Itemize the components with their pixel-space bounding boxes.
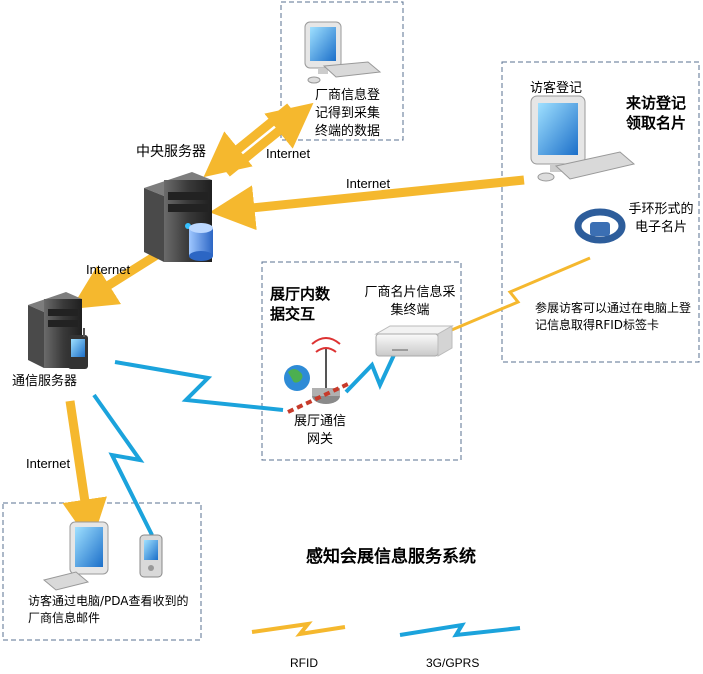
visitor-devices-label: 访客通过电脑/PDA查看收到的厂商信息邮件 (28, 594, 189, 625)
rfid-link-wristband-to-terminal (434, 256, 591, 339)
gprs-link-comm-to-gateway (114, 360, 284, 412)
hall-gateway-label: 展厅通信网关 (293, 414, 346, 447)
exhibition-hall-box (261, 261, 462, 461)
internet-label-visitor: Internet (346, 176, 391, 191)
internet-link-comm-to-visitor-devices (62, 400, 107, 545)
gprs-link-gateway-to-terminal (344, 341, 402, 394)
visitor-device-pc-icon (42, 521, 109, 591)
vendor-info-box (280, 1, 404, 141)
internet-label-devices: Internet (26, 456, 71, 471)
central-server-label: 中央服务器 (136, 144, 206, 160)
internet-link-central-to-comm (70, 249, 163, 309)
diagram-title: 感知会展信息服务系统 (306, 547, 476, 567)
comm-server-icon (28, 292, 88, 369)
legend-rfid-label: RFID (290, 656, 318, 670)
wristband-label: 手环形式的电子名片 (628, 202, 694, 235)
visitor-pc-icon (530, 95, 636, 182)
rfid-note: 参展访客可以通过在电脑上登记信息取得RFID标签卡 (535, 301, 692, 332)
pda-icon (139, 534, 163, 578)
comm-server-label: 通信服务器 (12, 374, 78, 389)
hall-gateway-icon (284, 337, 349, 414)
visitor-registration-box (501, 61, 700, 363)
legend-rfid-wave (251, 621, 346, 637)
hall-heading: 展厅内数据交互 (270, 285, 331, 323)
visit-heading: 来访登记领取名片 (626, 94, 687, 132)
card-terminal-label: 厂商名片信息采集终端 (364, 285, 456, 318)
legend-gprs-wave (399, 622, 521, 638)
internet-label-comm: Internet (86, 262, 131, 277)
wristband-icon (574, 208, 626, 244)
card-terminal-icon (374, 325, 454, 357)
legend-gprs-label: 3G/GPRS (426, 656, 480, 670)
internet-label-vendor: Internet (266, 146, 311, 161)
internet-link-central-to-vendor-pc (203, 102, 314, 178)
visitor-pc-label: 访客登记 (530, 81, 583, 96)
vendor-pc-label: 厂商信息登记得到采集终端的数据 (315, 88, 381, 139)
internet-link-visitor-pc-to-central (209, 175, 525, 231)
vendor-pc-icon (304, 21, 382, 84)
central-server-icon (144, 172, 213, 262)
gprs-link-comm-to-pda (92, 393, 154, 536)
